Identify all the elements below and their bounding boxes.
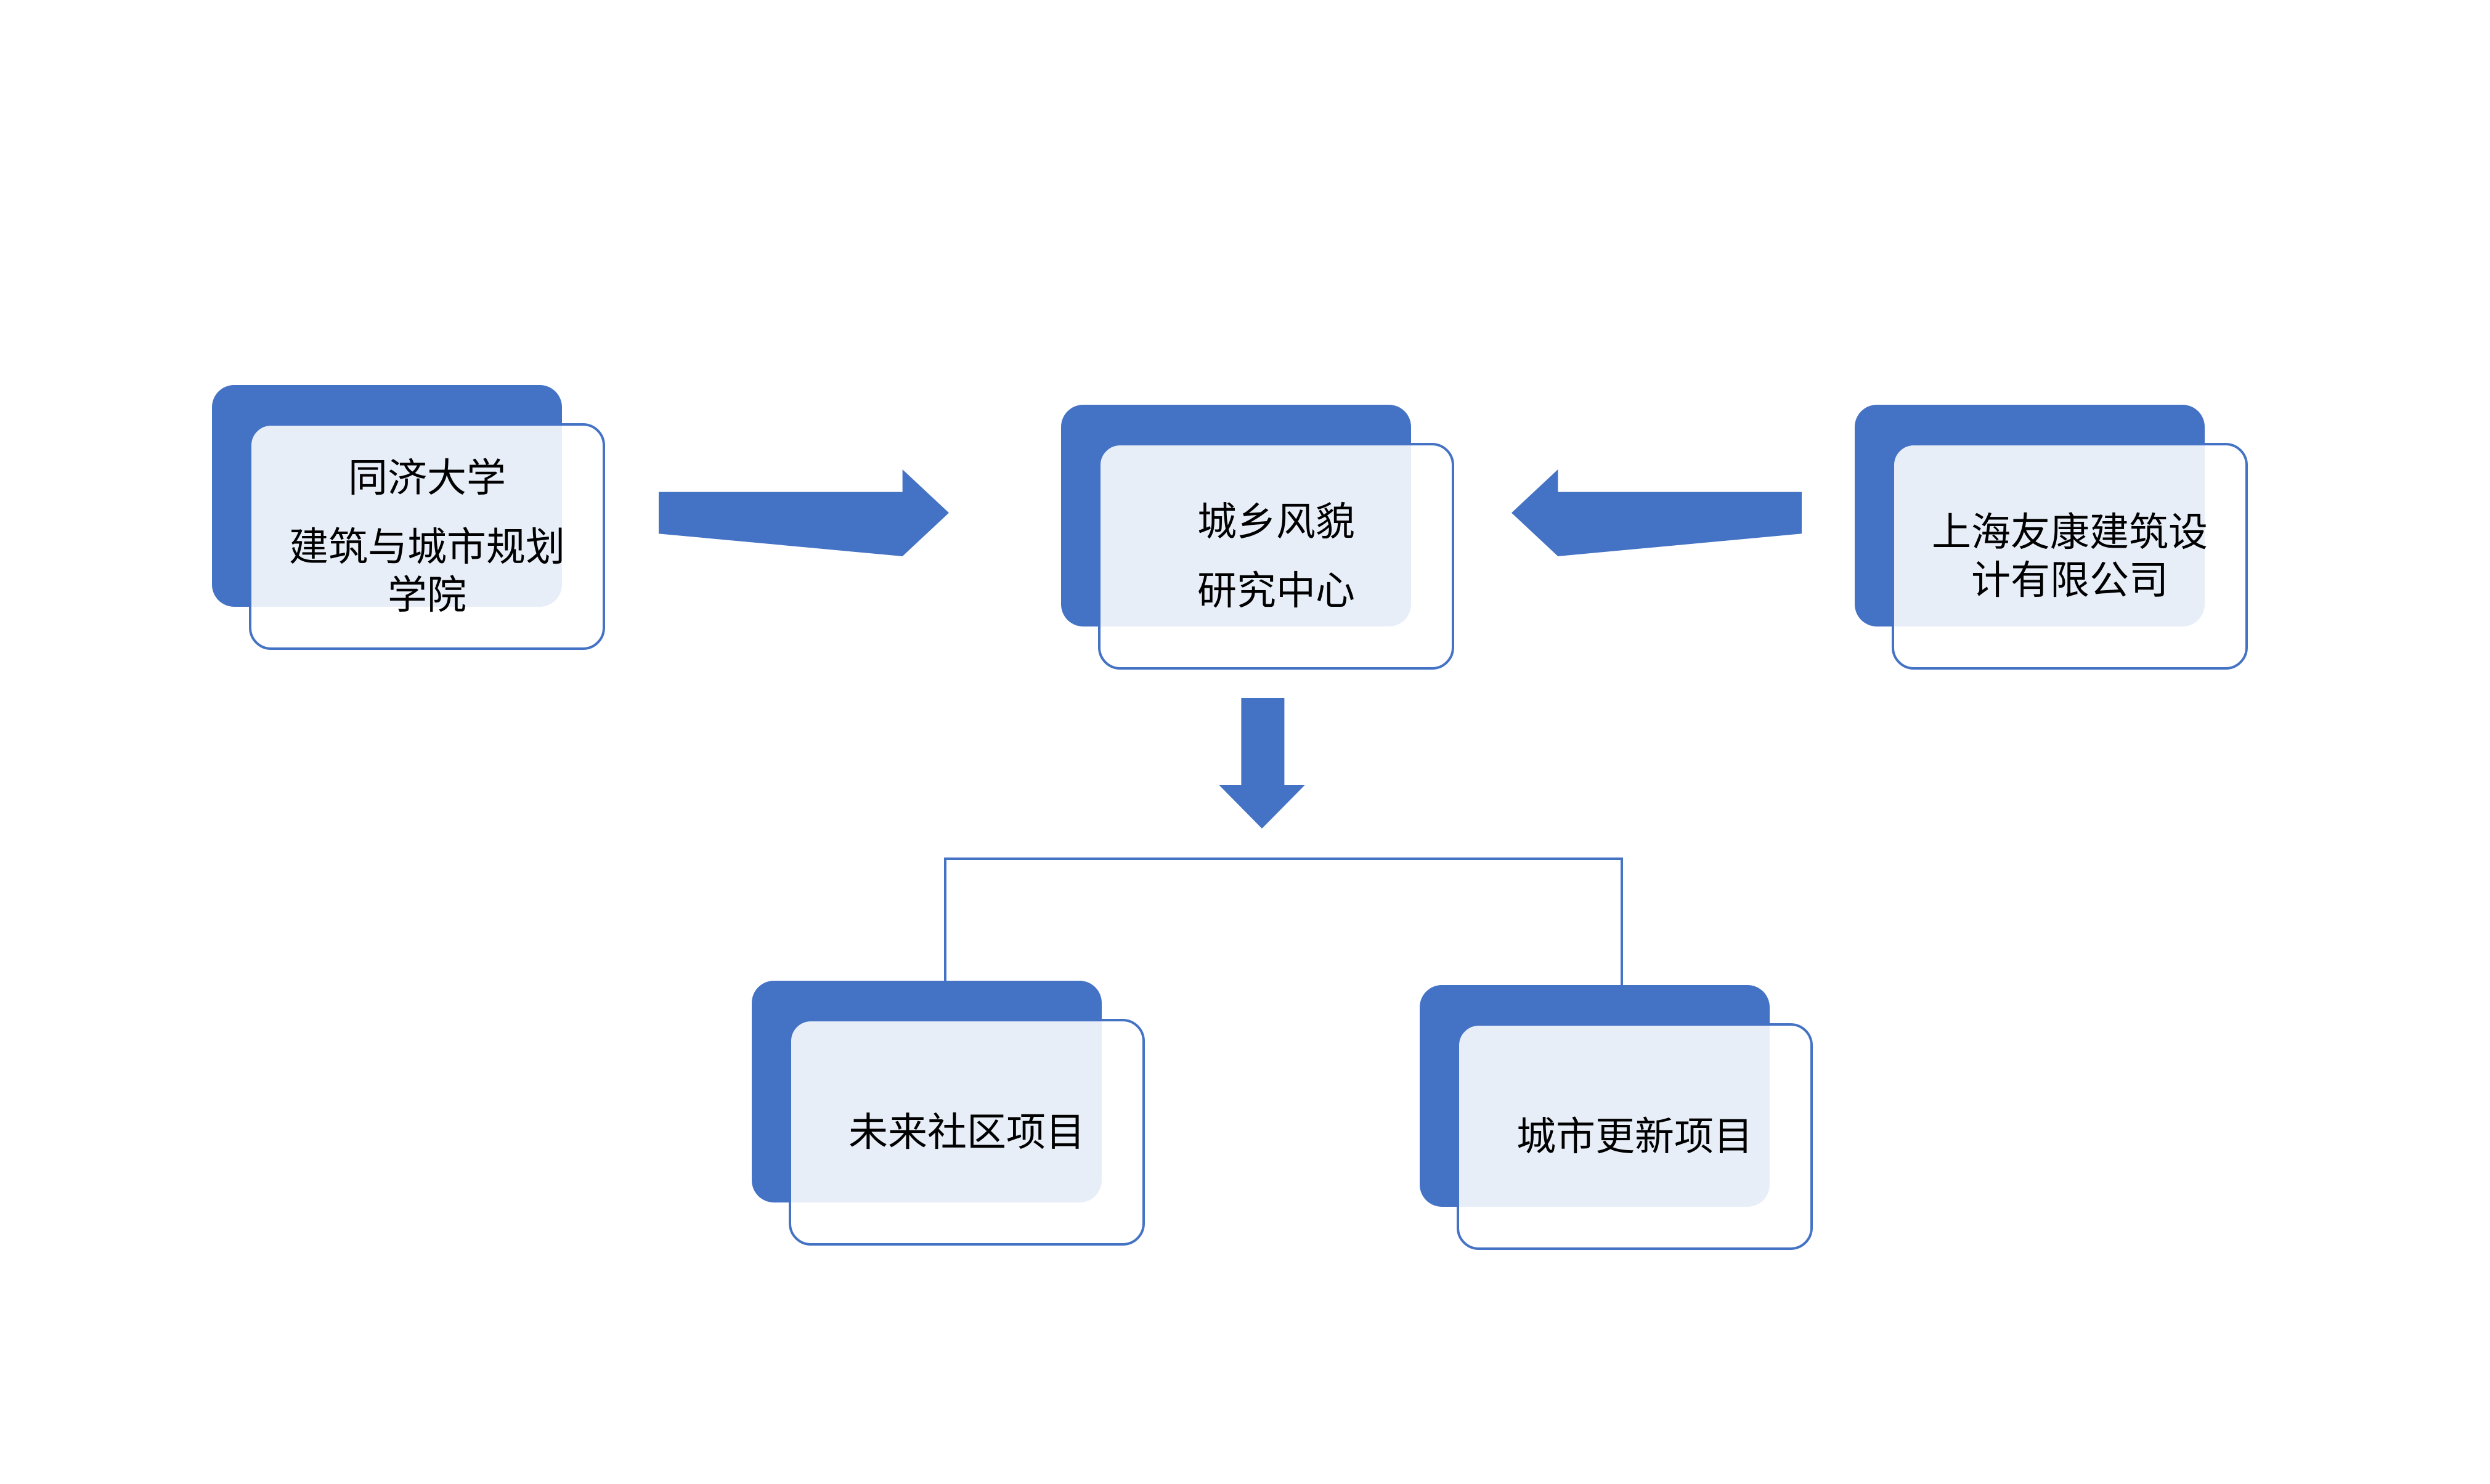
node-label-paragraph: 城市更新项目 <box>1516 1113 1753 1161</box>
node-label-line: 研究中心 <box>1197 569 1355 613</box>
node-label-line: 城市更新项目 <box>1516 1114 1753 1159</box>
right-block-arrow <box>659 469 949 556</box>
node-label-paragraph: 建筑与城市规划 学院 <box>289 523 565 619</box>
node-label-line: 计有限公司 <box>1971 558 2168 602</box>
connector-horizontal-line <box>944 858 1623 860</box>
down-block-arrow <box>1219 698 1305 829</box>
node-label-paragraph: 同济大学 <box>348 454 506 502</box>
connector-vertical-line-right <box>1621 858 1623 986</box>
node-label-line: 建筑与城市规划 <box>289 525 565 569</box>
node-future-community-project: 未来社区项目 <box>752 981 1146 1247</box>
node-urban-renewal-project: 城市更新项目 <box>1420 985 1814 1251</box>
node-label-line: 城乡风貌 <box>1197 500 1355 544</box>
node-youkang-company: 上海友康建筑设 计有限公司 <box>1855 405 2249 671</box>
node-label-paragraph: 上海友康建筑设 计有限公司 <box>1932 508 2208 604</box>
node-youkang-front-shape: 上海友康建筑设 计有限公司 <box>1892 443 2248 670</box>
node-label-line: 学院 <box>388 573 466 617</box>
node-label-paragraph: 未来社区项目 <box>848 1108 1085 1156</box>
node-label-line: 上海友康建筑设 <box>1932 510 2208 554</box>
node-tongji-front-shape: 同济大学 建筑与城市规划 学院 <box>249 423 605 650</box>
node-research-center: 城乡风貌 研究中心 <box>1061 405 1455 671</box>
node-label-paragraph: 研究中心 <box>1197 567 1355 615</box>
node-research-center-front-shape: 城乡风貌 研究中心 <box>1098 443 1454 670</box>
node-urban-front-shape: 城市更新项目 <box>1457 1023 1813 1250</box>
left-block-arrow <box>1511 469 1802 556</box>
node-tongji-university: 同济大学 建筑与城市规划 学院 <box>212 385 606 651</box>
node-future-front-shape: 未来社区项目 <box>789 1019 1145 1246</box>
node-label-paragraph: 城乡风貌 <box>1197 498 1355 546</box>
node-label-line: 同济大学 <box>348 456 506 500</box>
connector-vertical-line-left <box>944 858 946 982</box>
node-label-line: 未来社区项目 <box>848 1110 1085 1154</box>
